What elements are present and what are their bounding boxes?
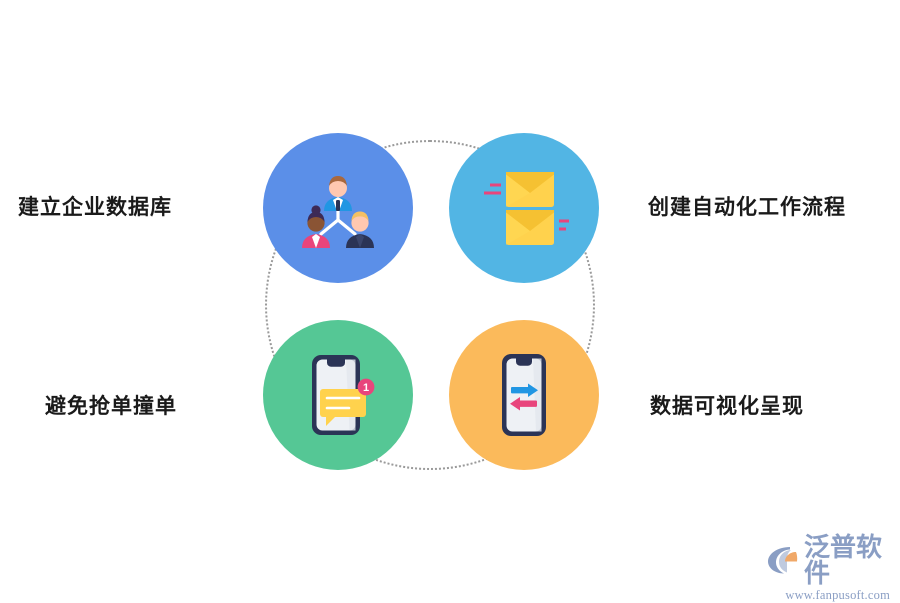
logo-company-name: 泛普软件 [804,532,883,588]
arrow-left-icon [510,397,537,411]
label-establish-database: 建立企业数据库 [18,196,172,219]
notification-badge-count: 1 [363,382,369,394]
node-circle-data-visualization[interactable] [449,320,599,470]
dotted-connector-ring [265,140,595,470]
fanpu-logo-mark-icon [766,544,800,576]
phone-chat-notification-icon: 1 [290,347,386,443]
team-org-chart-icon [290,160,386,256]
node-circle-avoid-order-conflict[interactable]: 1 [263,320,413,470]
fanpu-software-logo: 泛普软件 www.fanpusoft.com [766,534,890,602]
label-avoid-order-conflict: 避免抢单撞单 [45,395,177,418]
email-automation-icon [476,160,572,256]
label-automated-workflow: 创建自动化工作流程 [648,196,846,219]
phone-data-transfer-icon [476,347,572,443]
logo-website-url: www.fanpusoft.com [785,588,890,602]
arrow-right-icon [511,383,538,397]
logo-row: 泛普软件 [766,534,890,586]
node-circle-establish-database[interactable] [263,133,413,283]
node-circle-automated-workflow[interactable] [449,133,599,283]
label-data-visualization: 数据可视化呈现 [650,395,804,418]
